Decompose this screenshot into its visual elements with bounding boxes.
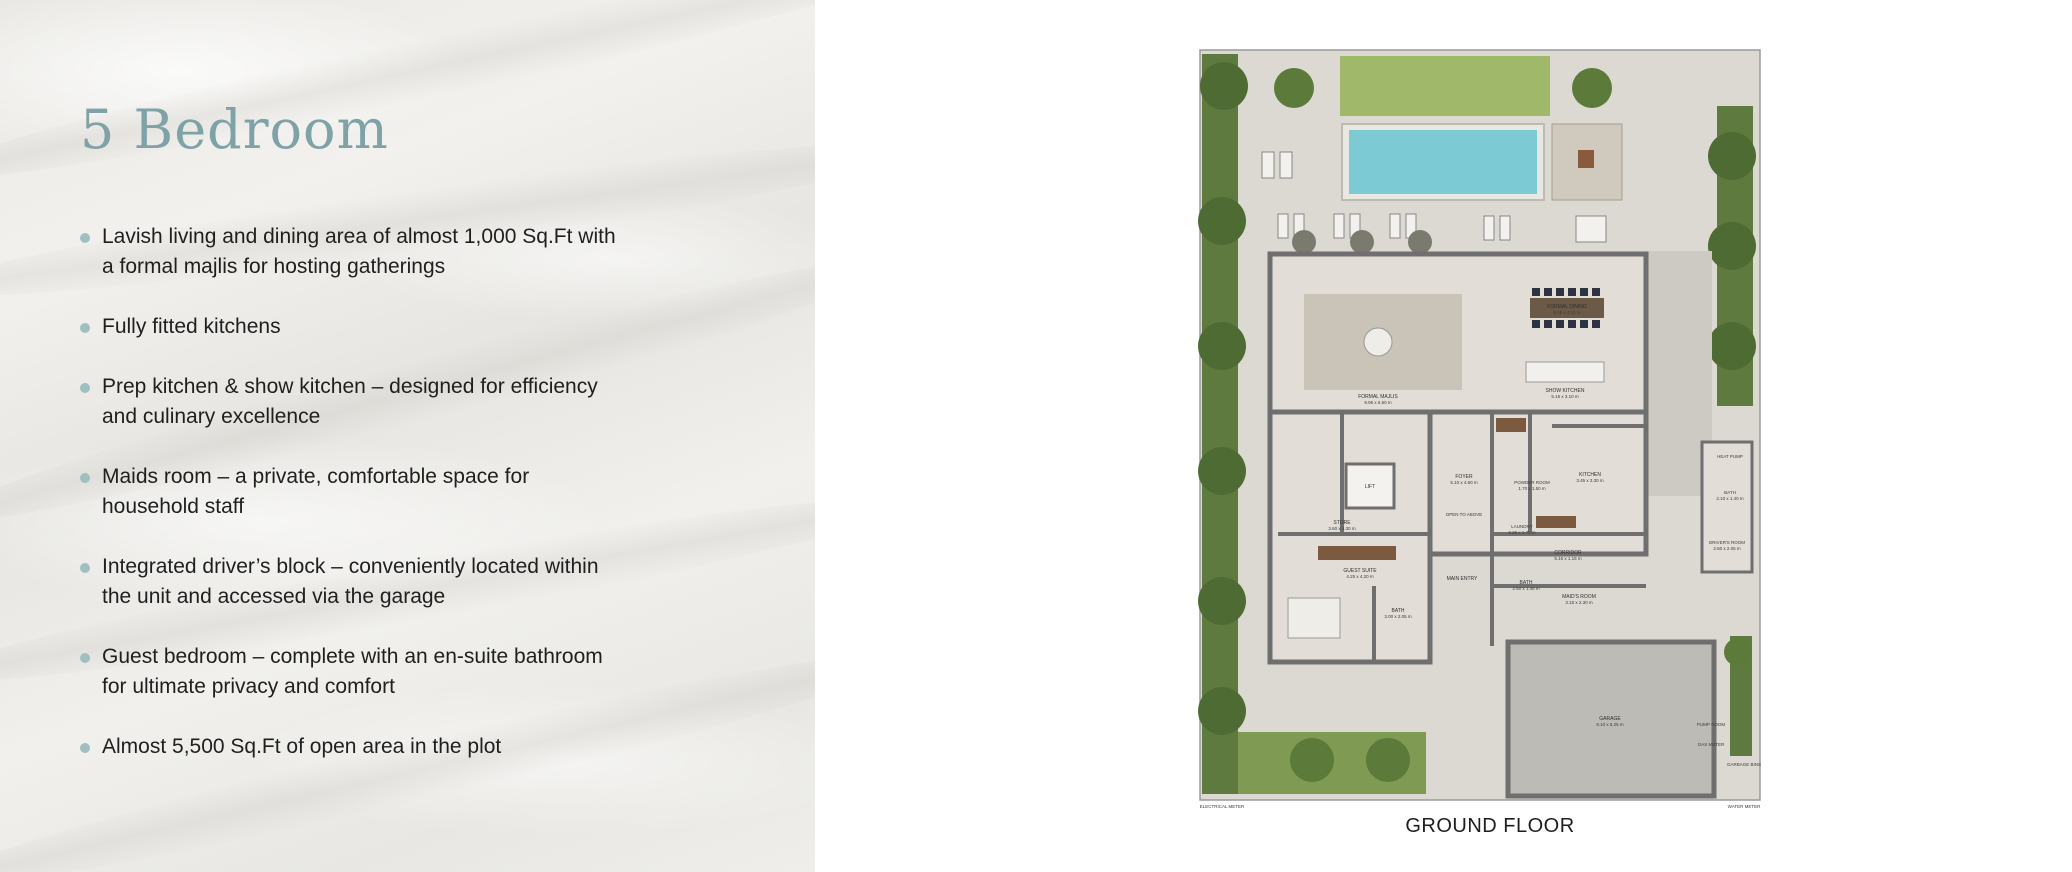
room-label: GARAGE [1599, 716, 1621, 722]
right-hedge-lower [1730, 636, 1752, 756]
room-label: DRIVER'S ROOM [1709, 540, 1745, 545]
guest-wardrobe [1318, 546, 1396, 560]
room-label: LIFT [1365, 484, 1375, 490]
room-label: MAID'S ROOM [1562, 594, 1596, 600]
bullet-icon [80, 233, 90, 243]
room-label: SHOW KITCHEN [1546, 388, 1585, 394]
lift [1344, 462, 1396, 510]
room-label: HEAT PUMP [1717, 454, 1743, 459]
feature-text-line: household staff [102, 495, 245, 518]
room-size: 3.00 x 2.05 m [1384, 614, 1412, 619]
bullet-icon [80, 653, 90, 663]
bullet-icon [80, 323, 90, 333]
feature-item: Prep kitchen & show kitchen – designed f… [80, 372, 680, 432]
feature-text-line: Fully fitted kitchens [102, 315, 281, 338]
room-label: CORRIDOR [1554, 550, 1582, 556]
feature-text-line: a formal majlis for hosting gatherings [102, 255, 446, 278]
majlis-table [1363, 327, 1393, 357]
room-label: FOYER [1455, 474, 1473, 480]
feature-text-line: for ultimate privacy and comfort [102, 675, 395, 698]
interior-walls [1278, 410, 1646, 662]
feature-text-line: and culinary excellence [102, 405, 321, 428]
bullet-icon [80, 473, 90, 483]
feature-item: Fully fitted kitchens [80, 312, 680, 342]
room-label: KITCHEN [1579, 472, 1601, 478]
room-label: ELECTRICAL METER [1200, 804, 1245, 809]
feature-item: Integrated driver’s block – conveniently… [80, 552, 680, 612]
room-label: WATER METER [1728, 804, 1761, 809]
room-size: 3.60 x 1.30 m [1328, 526, 1356, 531]
room-size: 9.95 x 6.60 m [1364, 400, 1392, 405]
room-size: 2.60 x 2.05 m [1713, 546, 1741, 551]
room-size: 5.15 x 3.10 m [1551, 394, 1579, 399]
feature-text-line: Lavish living and dining area of almost … [102, 225, 616, 248]
room-label: POWDER ROOM [1514, 480, 1550, 485]
room-size: 3.25 x 1.70 m [1508, 530, 1536, 535]
feature-list: Lavish living and dining area of almost … [80, 222, 680, 762]
spa-feature [1578, 150, 1594, 168]
guest-bed [1287, 597, 1341, 639]
dining-table [1530, 298, 1604, 318]
feature-item: Lavish living and dining area of almost … [80, 222, 680, 282]
umbrellas [1292, 230, 1432, 254]
floor-plan: FORMAL MAJLIS 9.95 x 6.60 m FORMAL DININ… [1192, 46, 1766, 816]
sun-loungers [1261, 151, 1607, 243]
room-size: 8.10 x 6.25 m [1596, 722, 1624, 727]
room-label: BATH [1392, 608, 1405, 614]
room-label: GARBAGE BINS [1727, 762, 1761, 767]
feature-text-line: Maids room – a private, comfortable spac… [102, 465, 530, 488]
left-panel: 5 Bedroom Lavish living and dining area … [0, 0, 815, 872]
kitchen-island [1525, 361, 1605, 383]
feature-item: Almost 5,500 Sq.Ft of open area in the p… [80, 732, 680, 762]
room-size: 1.70 x 1.50 m [1518, 486, 1546, 491]
top-lawn [1340, 56, 1550, 116]
room-size: 5.15 x 4.15 m [1553, 310, 1581, 315]
room-label: FORMAL DINING [1547, 304, 1587, 310]
feature-text-line: Integrated driver’s block – conveniently… [102, 555, 599, 578]
room-size: 5.10 x 4.60 m [1450, 480, 1478, 485]
trees [1198, 62, 1756, 782]
floor-plan-caption: GROUND FLOOR [1405, 815, 1575, 837]
room-label: FORMAL MAJLIS [1358, 394, 1398, 400]
room-label: BATH [1520, 580, 1533, 586]
page-title: 5 Bedroom [80, 98, 389, 161]
feature-text-line: the unit and accessed via the garage [102, 585, 446, 608]
floor-plan-drawing: FORMAL MAJLIS 9.95 x 6.60 m FORMAL DININ… [1198, 49, 1761, 809]
room-size: 5.15 x 1.15 m [1554, 556, 1582, 561]
feature-text-line: Prep kitchen & show kitchen – designed f… [102, 375, 598, 398]
room-size: 2.50 x 1.45 m [1512, 586, 1540, 591]
bullet-icon [80, 563, 90, 573]
room-size: 4.25 x 4.20 m [1346, 574, 1374, 579]
room-size: 3.45 x 3.30 m [1576, 478, 1604, 483]
room-label: OPEN TO ABOVE [1446, 512, 1483, 517]
feature-item: Maids room – a private, comfortable spac… [80, 462, 680, 522]
bullet-icon [80, 743, 90, 753]
room-size: 3.15 x 2.30 m [1565, 600, 1593, 605]
room-label: GAS METER [1698, 742, 1725, 747]
room-size: 2.10 x 1.40 m [1716, 496, 1744, 501]
room-label: GUEST SUITE [1343, 568, 1377, 574]
left-hedge [1202, 54, 1238, 794]
garage [1505, 639, 1717, 799]
room-label: BATH [1724, 490, 1736, 495]
bullet-icon [80, 383, 90, 393]
room-label: STORE [1333, 520, 1351, 526]
feature-text-line: Almost 5,500 Sq.Ft of open area in the p… [102, 735, 502, 758]
kitchen-counter [1496, 418, 1526, 432]
room-label: LAUNDRY [1511, 524, 1532, 529]
feature-item: Guest bedroom – complete with an en-suit… [80, 642, 680, 702]
room-label: MAIN ENTRY [1447, 576, 1478, 582]
pool [1349, 130, 1537, 194]
feature-text-line: Guest bedroom – complete with an en-suit… [102, 645, 603, 668]
laundry-counter [1536, 516, 1576, 528]
dining-chairs [1532, 288, 1600, 328]
driver-block [1700, 440, 1754, 574]
house-right-wing [1427, 409, 1649, 557]
room-label: PUMP ROOM [1697, 722, 1725, 727]
